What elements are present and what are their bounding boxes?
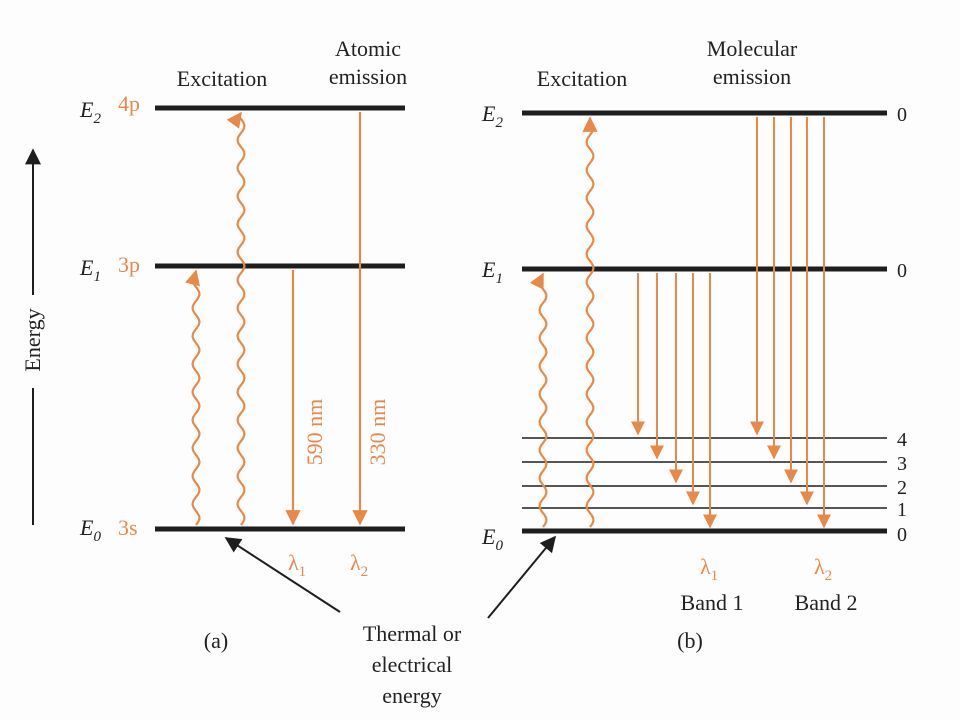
vib-number-e2: 0 xyxy=(897,104,907,126)
panel-b-emission-header-1: Molecular xyxy=(707,36,798,61)
level-label-e1-a: E1 xyxy=(79,255,101,285)
band-2-label: Band 2 xyxy=(795,590,858,615)
excitation-arrow-to-e2-b xyxy=(582,116,598,528)
lambda-2-label-a: λ2 xyxy=(350,550,368,580)
wavelength-label-590: 590 nm xyxy=(302,399,327,466)
orbital-label-3p: 3p xyxy=(118,252,140,277)
thermal-note-line-2: electrical xyxy=(372,652,453,677)
orbital-label-3s: 3s xyxy=(118,515,138,540)
orbital-label-4p: 4p xyxy=(118,91,140,116)
thermal-note-line-1: Thermal or xyxy=(363,621,462,646)
excitation-arrow-to-e1 xyxy=(185,269,201,526)
panel-b-caption: (b) xyxy=(677,628,703,653)
thermal-arrow-a xyxy=(224,537,341,613)
level-label-e1-b: E1 xyxy=(481,257,503,287)
vib-number-4: 4 xyxy=(897,429,907,451)
wavelength-label-330: 330 nm xyxy=(365,399,390,466)
panel-b-emission-header-2: emission xyxy=(713,64,791,89)
panel-a-emission-header-1: Atomic xyxy=(335,36,401,61)
vib-number-0: 0 xyxy=(897,524,907,546)
lambda-1-label-a: λ1 xyxy=(288,550,306,580)
vib-number-2: 2 xyxy=(897,477,907,499)
level-label-e0-b: E0 xyxy=(481,524,503,554)
excitation-arrow-to-e1-b xyxy=(529,272,548,528)
energy-axis-label: Energy xyxy=(20,308,45,371)
panel-a: Excitation Atomic emission E2 4p E1 3p E… xyxy=(79,36,407,653)
thermal-energy-note: Thermal or electrical energy xyxy=(224,535,557,708)
thermal-note-line-3: energy xyxy=(382,683,441,708)
level-label-e2-b: E2 xyxy=(481,101,503,131)
level-label-e2-a: E2 xyxy=(79,97,101,127)
panel-a-emission-header-2: emission xyxy=(329,64,407,89)
panel-b-excitation-header: Excitation xyxy=(537,66,627,91)
lambda-2-label-b: λ2 xyxy=(814,554,832,584)
vib-number-e1: 0 xyxy=(897,260,907,282)
lambda-1-label-b: λ1 xyxy=(700,554,718,584)
band-1-label: Band 1 xyxy=(681,590,744,615)
energy-axis: Energy xyxy=(20,148,45,525)
excitation-arrow-to-e2 xyxy=(226,111,246,526)
thermal-arrow-b xyxy=(487,535,557,619)
panel-b: Excitation Molecular emission E2 E1 E0 0… xyxy=(481,36,907,653)
vib-number-3: 3 xyxy=(897,453,907,475)
vib-number-1: 1 xyxy=(897,499,907,521)
panel-a-excitation-header: Excitation xyxy=(177,66,267,91)
level-label-e0-a: E0 xyxy=(79,515,101,545)
panel-a-caption: (a) xyxy=(204,628,228,653)
